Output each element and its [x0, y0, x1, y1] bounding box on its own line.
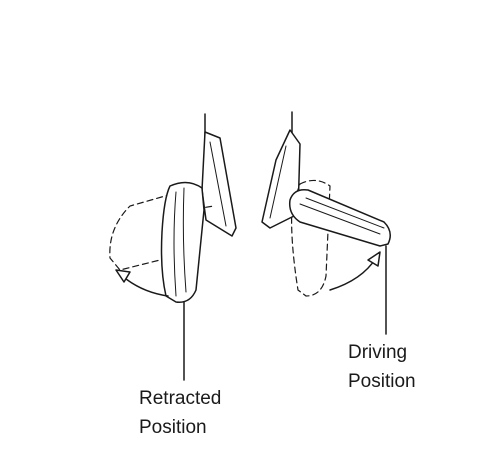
retracted-label-line-1: Retracted — [139, 388, 222, 409]
right-mirror-housing — [288, 188, 391, 247]
extend-arrow-curve — [329, 257, 377, 291]
right-housing-glass-line — [305, 197, 385, 229]
driving-label-line-2: Position — [348, 371, 416, 392]
left-mirror-base — [201, 131, 237, 237]
left-mirror-housing — [160, 181, 205, 303]
left-housing-glass-line — [182, 187, 187, 293]
driving-mirror — [261, 111, 391, 335]
retracted-label-line-2: Position — [139, 417, 207, 438]
retracted-position-label: Retracted Position — [139, 384, 221, 442]
driving-label-line-1: Driving — [348, 342, 408, 363]
retract-arrow-head — [115, 269, 131, 283]
driving-position-label: Driving Position — [348, 338, 416, 396]
retracted-mirror — [109, 113, 237, 381]
left-phantom-mirror — [109, 193, 177, 271]
extend-arrow-head — [367, 251, 381, 267]
left-housing-inner-line — [173, 191, 177, 297]
right-base-inner-line — [269, 145, 287, 219]
right-phantom-mirror — [291, 179, 331, 297]
right-housing-inner-line — [299, 203, 381, 235]
left-base-inner-line — [209, 141, 227, 227]
